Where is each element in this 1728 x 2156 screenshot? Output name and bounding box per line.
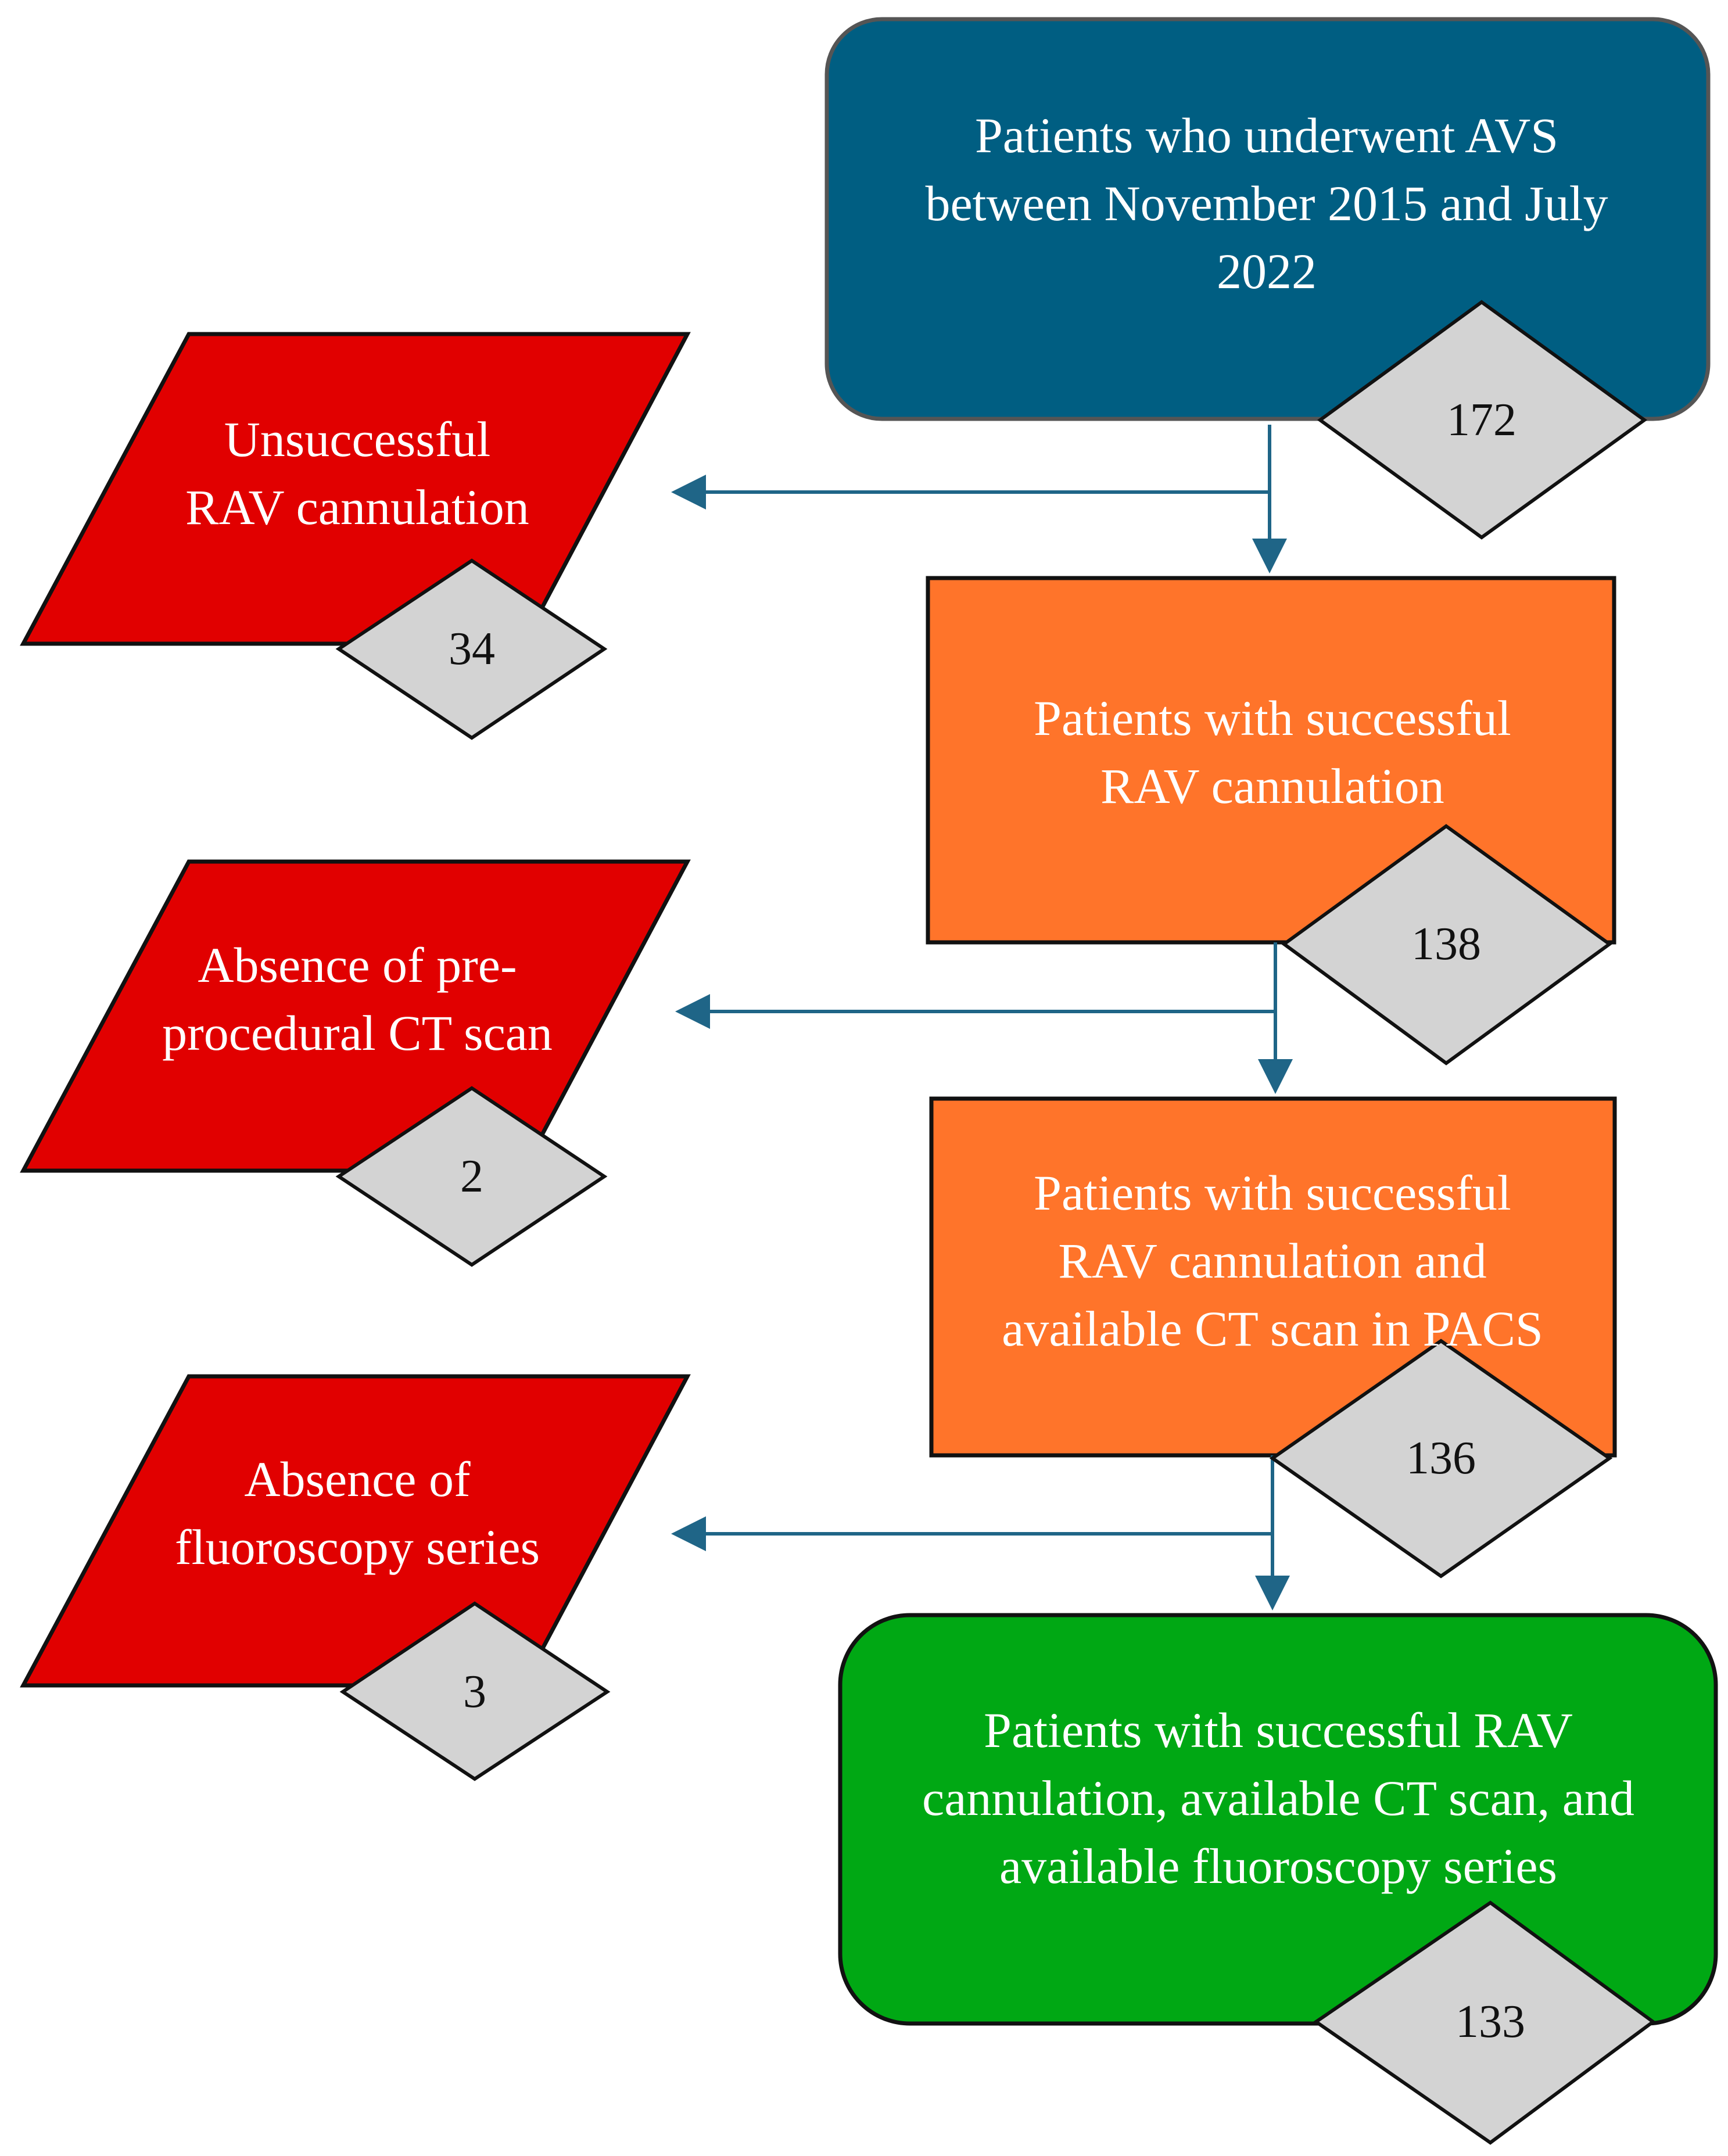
count-diamond-step1 [1281, 824, 1613, 1066]
count-diamond-final [1313, 1900, 1657, 2145]
count-exclusion-2: 2 [460, 1150, 483, 1202]
count-exclusion-3: 3 [463, 1666, 486, 1717]
count-final: 133 [1455, 1996, 1525, 2047]
count-start: 172 [1447, 394, 1517, 446]
count-diamond-exclusion-1 [335, 558, 608, 740]
count-diamond-exclusion-3 [339, 1601, 611, 1781]
exclusion-label-2: Absence of pre- procedural CT scan [162, 937, 553, 1061]
count-diamond-step2 [1269, 1339, 1613, 1579]
step2-label: Patients with successful RAV cannulation… [1002, 1164, 1543, 1357]
count-step2: 136 [1406, 1432, 1476, 1484]
step1-label: Patients with successful RAV cannulation [1034, 690, 1511, 814]
count-diamond-start [1317, 300, 1648, 540]
start-label: Patients who underwent AVS between Novem… [925, 107, 1608, 299]
count-exclusion-1: 34 [449, 623, 495, 675]
count-step1: 138 [1411, 918, 1481, 970]
count-diamond-exclusion-2 [335, 1086, 608, 1267]
final-label: Patients with successful RAV cannulation… [922, 1702, 1634, 1894]
exclusion-label-1: Unsuccessful RAV cannulation [185, 411, 529, 535]
exclusion-label-3: Absence of fluoroscopy series [174, 1451, 540, 1575]
